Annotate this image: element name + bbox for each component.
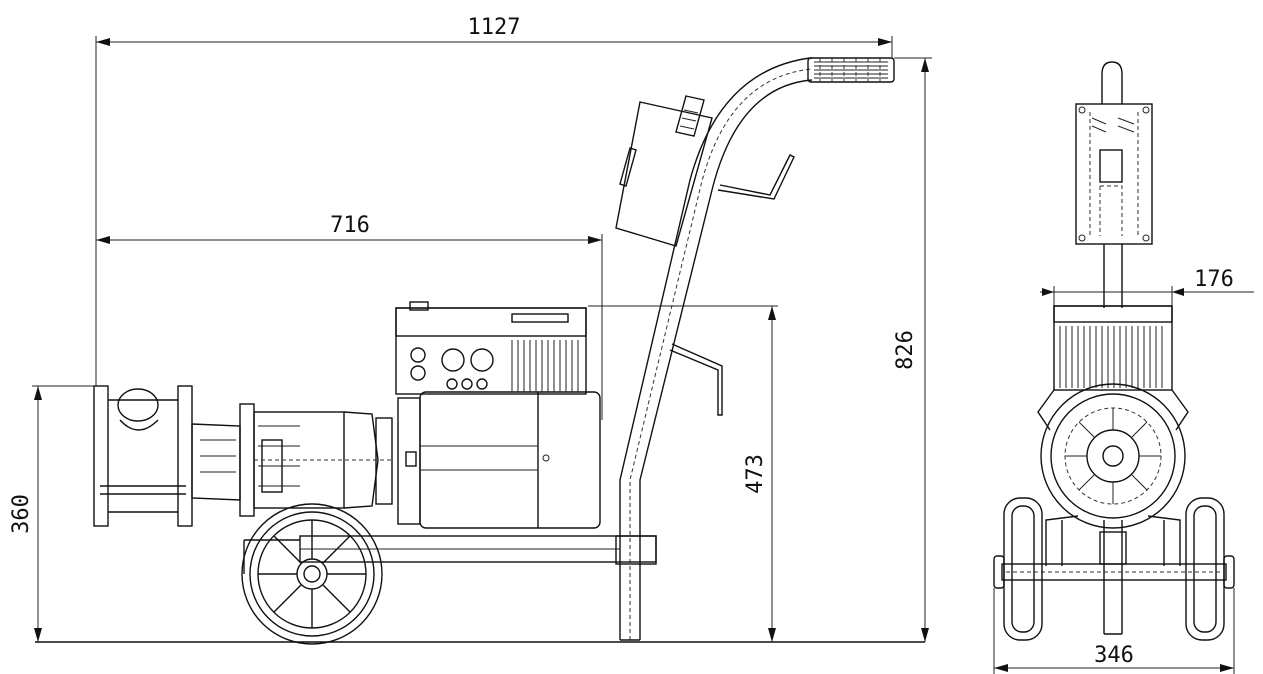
dim-label-inlet-height: 360 [9, 494, 34, 534]
front-axle [1001, 563, 1227, 581]
dimension-wheel-track: 346 [993, 588, 1235, 674]
dimension-overall-height: 826 [893, 57, 932, 642]
front-wheel-right [1185, 497, 1225, 641]
side-view: 1127 716 826 473 [9, 15, 932, 645]
front-view: 176 346 [993, 61, 1254, 674]
trolley-handle [619, 57, 895, 641]
dim-label-overall-height: 826 [893, 330, 918, 370]
dim-label-front-width: 176 [1194, 267, 1234, 292]
dim-label-overall-length: 1127 [468, 15, 521, 40]
inlet-housing [93, 385, 241, 527]
front-motor-housing [1040, 383, 1186, 529]
front-wheel-left [1003, 497, 1043, 641]
dim-label-body-length: 716 [330, 213, 370, 238]
dim-label-wheel-track: 346 [1094, 643, 1134, 668]
base-frame [299, 535, 657, 565]
dimension-overall-length: 1127 [95, 15, 893, 386]
dimension-motor-height: 473 [588, 305, 778, 642]
motor [395, 301, 601, 529]
handle-grip [807, 57, 895, 83]
pump-head [239, 403, 393, 517]
dimension-front-width: 176 [1040, 267, 1254, 306]
side-wheel [241, 503, 383, 645]
front-control-box [1075, 103, 1153, 245]
dim-label-motor-height: 473 [743, 454, 768, 494]
control-box [615, 95, 713, 247]
dimension-inlet-height: 360 [9, 385, 94, 642]
dimension-body-length: 716 [96, 213, 603, 420]
